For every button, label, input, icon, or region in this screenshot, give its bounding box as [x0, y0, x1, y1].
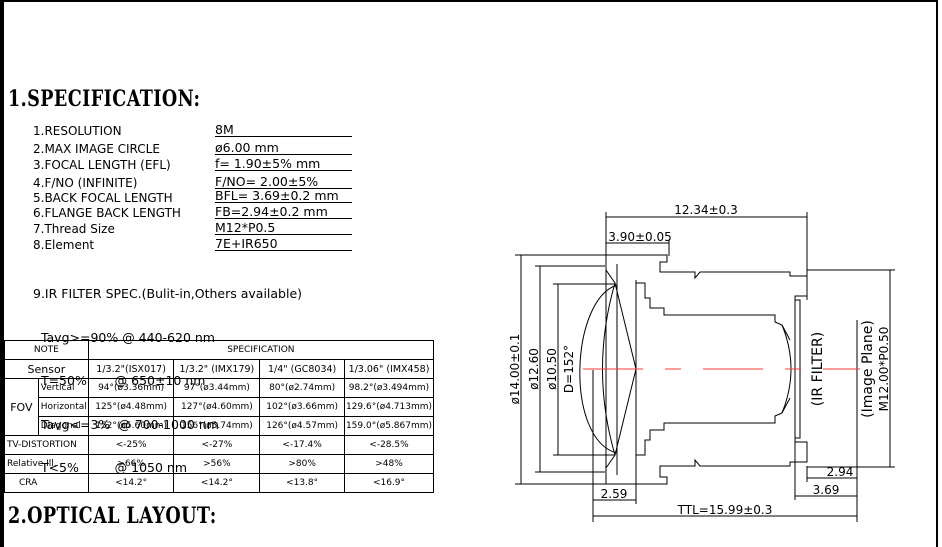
table-cell: <14.2°	[173, 473, 261, 493]
fov-spec-table: NOTE SPECIFICATION Sensor 1/3.2"(ISX017)…	[4, 340, 435, 493]
table-row: Sensor 1/3.2"(ISX017) 1/3.2" (IMX179) 1/…	[4, 359, 435, 379]
spec-label: 4.F/NO (INFINITE)	[33, 176, 138, 190]
table-cell: <16.9°	[343, 473, 435, 493]
fov-angle-label: D=152°	[562, 345, 576, 393]
spec-label: 2.MAX IMAGE CIRCLE	[33, 142, 160, 156]
table-header-row: NOTE SPECIFICATION	[4, 340, 435, 360]
table-row: FOV Vertical 94°(ø3.36mm) 97°(ø3.44mm) 8…	[4, 378, 435, 436]
spec-label: 3.FOCAL LENGTH (EFL)	[33, 158, 171, 172]
dim-length: 12.34±0.3	[674, 203, 738, 217]
row-label: CRA	[4, 473, 89, 493]
table-row: Relative Ill. >66% >56% >80% >48%	[4, 454, 435, 474]
table-cell: 156°(ø5.74mm)	[173, 416, 261, 436]
spec-value: 7E+IR650	[215, 237, 352, 251]
spec-value: 8M	[215, 123, 352, 137]
table-row: Horizontal 125°(ø4.48mm) 127°(ø4.60mm) 1…	[5, 397, 435, 417]
dimension-lines	[515, 212, 895, 522]
spec-value: ø6.00 mm	[215, 141, 352, 155]
dim-diameter-10: ø10.50	[545, 348, 559, 390]
ir-filter-title: 9.IR FILTER SPEC.(Bulit-in,Others availa…	[33, 286, 303, 301]
table-row: CRA <14.2° <14.2° <13.8° <16.9°	[4, 473, 435, 493]
thread-label: M12.00*P0.50	[877, 327, 891, 412]
spec-label: 6.FLANGE BACK LENGTH	[33, 206, 181, 220]
spec-value: BFL= 3.69±0.2 mm	[215, 189, 352, 203]
table-row: Diagonal 152°(ø5.60mm) 156°(ø5.74mm) 126…	[5, 416, 435, 436]
spec-label: 5.BACK FOCAL LENGTH	[33, 191, 173, 205]
spec-label: 7.Thread Size	[33, 222, 115, 236]
section-heading-optical-layout: 2.OPTICAL LAYOUT:	[8, 503, 217, 529]
dim-ttl: TTL=15.99±0.3	[677, 503, 773, 517]
spec-value: f= 1.90±5% mm	[215, 157, 352, 171]
dimension-labels: 12.34±0.3 3.90±0.05 ø14.00±0.1 ø12.60 ø1…	[508, 203, 891, 517]
dim-flange-back: 2.94	[827, 465, 854, 479]
dim-front: 3.90±0.05	[608, 230, 672, 244]
ir-filter-label: (IR FILTER)	[810, 332, 826, 406]
spec-label: 1.RESOLUTION	[33, 124, 122, 138]
dim-diameter-14: ø14.00±0.1	[508, 334, 522, 405]
image-plane-label: (Image Plane)	[860, 320, 876, 418]
sensor-label: Sensor	[4, 359, 89, 379]
spec-label: 8.Element	[33, 238, 95, 252]
section-heading-specification: 1.SPECIFICATION:	[8, 86, 201, 112]
dim-back-focal: 3.69	[813, 483, 840, 497]
spec-value: FB=2.94±0.2 mm	[215, 205, 352, 219]
dim-front-lens: 2.59	[601, 487, 628, 501]
spec-value: M12*P0.5	[215, 221, 352, 235]
spec-value: F/NO= 2.00±5%	[215, 175, 352, 189]
dim-diameter-12: ø12.60	[527, 348, 541, 390]
